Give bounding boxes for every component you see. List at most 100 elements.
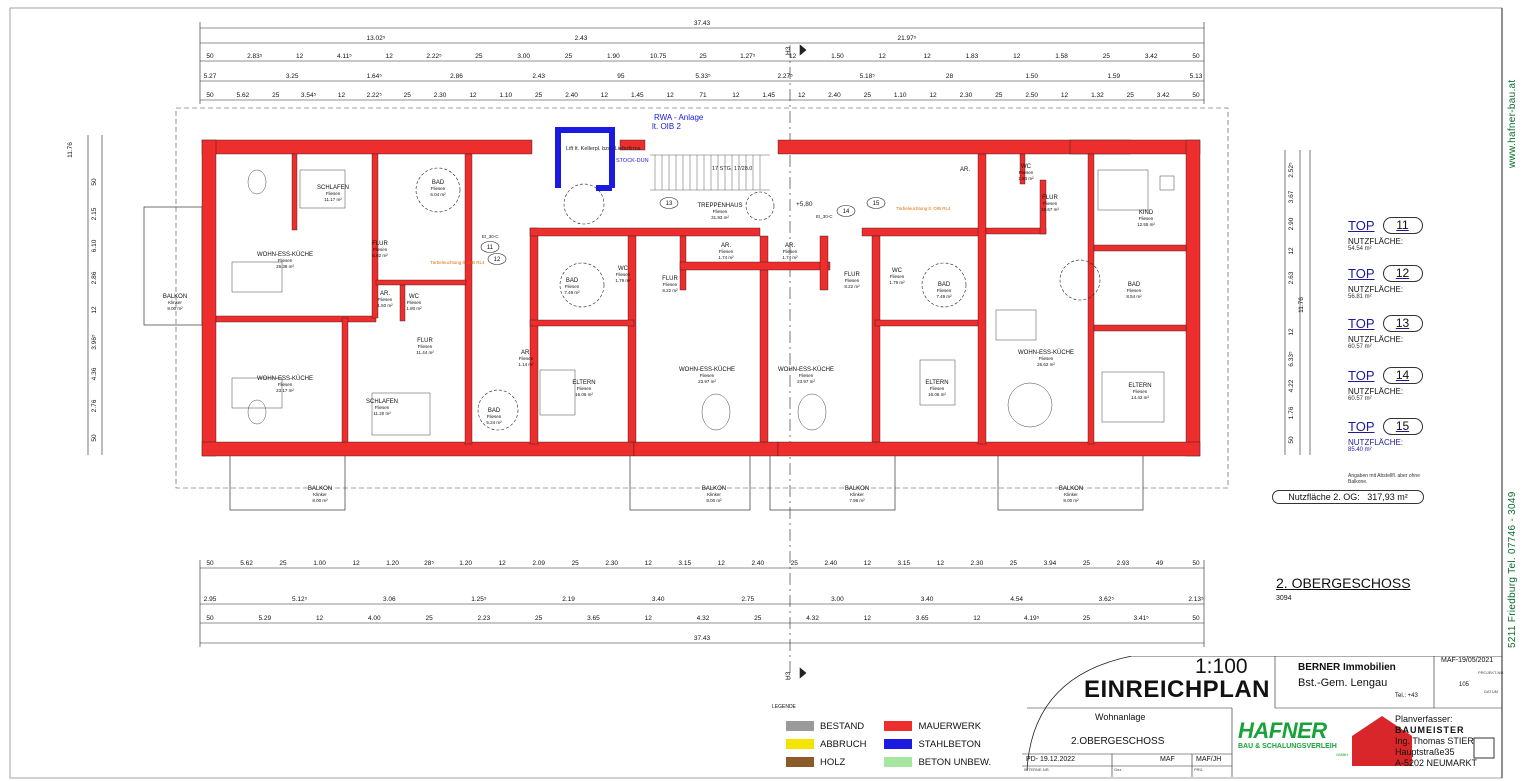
room-area: 23.17 m² xyxy=(276,388,294,393)
dimension-value: 12 xyxy=(645,615,653,622)
room-area: 1.50 m² xyxy=(377,303,393,308)
apartment-number: 14 xyxy=(843,209,850,215)
room-name: AR. xyxy=(521,350,531,356)
room-area: 16.06 m² xyxy=(575,392,593,397)
room-floor: Fliesen xyxy=(1043,201,1058,206)
dimension-value: 5.62 xyxy=(240,560,253,567)
room-name: SCHLAFEN xyxy=(317,185,349,191)
dimension-value: 3.40 xyxy=(652,596,665,603)
apartment-badge xyxy=(487,253,507,265)
dimension-value: 2.86 xyxy=(91,271,98,284)
dimension-value: 1.10 xyxy=(894,92,907,99)
room-area: 8.54 m² xyxy=(1126,294,1142,299)
dimension-value: 1.20 xyxy=(386,560,399,567)
dimension-value: 25 xyxy=(1010,560,1018,567)
dimension-value: 12 xyxy=(667,92,675,99)
rwa-label-2: lt. OIB 2 xyxy=(652,122,681,131)
room-area: 6.04 m² xyxy=(430,192,446,197)
rwa-label: RWA - Anlage xyxy=(654,113,704,122)
plan-number: 105 xyxy=(1459,682,1470,688)
dimension-value: 1.45 xyxy=(631,92,644,99)
dimension-value: 12 xyxy=(469,92,477,99)
client-tel: Tel.: +43 xyxy=(1395,693,1418,699)
scale: 1:100 xyxy=(1195,655,1248,678)
dimension-value: 2.40 xyxy=(565,92,578,99)
room-area: 1.79 m² xyxy=(889,280,905,285)
room-floor: Fliesen xyxy=(278,258,293,263)
dimension-value: 2.95 xyxy=(204,596,217,603)
dimension-value: 5.27 xyxy=(204,73,217,80)
dimension-value: 3.65 xyxy=(916,615,929,622)
room-floor: Fliesen xyxy=(431,186,446,191)
room-area: 1.83 m² xyxy=(1018,176,1034,181)
dimension-value: 3.00 xyxy=(831,596,844,603)
client: BERNER Immobilien xyxy=(1298,662,1396,673)
room-name: FLUR xyxy=(372,241,388,247)
room-area: 12.55 m² xyxy=(1137,222,1155,227)
dimension-value: 4.19⁵ xyxy=(1024,615,1040,622)
dimension-value: 2.30 xyxy=(434,92,447,99)
dimension-value: 11.76 xyxy=(67,142,74,158)
room-name: WOHN-ESS-KÜCHE xyxy=(257,375,313,382)
apartment-badge xyxy=(480,241,500,253)
dimension-value: 3.25 xyxy=(286,73,299,80)
dimension-value: 21.97⁵ xyxy=(898,35,917,42)
dimension-value: 25 xyxy=(272,92,280,99)
top-number: 12 xyxy=(1382,265,1423,282)
dimension-value: 12 xyxy=(973,615,981,622)
floor-code: 3094 xyxy=(1276,595,1292,602)
dimension-value: 25 xyxy=(535,615,543,622)
dimension-value: 28 xyxy=(946,73,954,80)
total-note: Angaben mit Abstellfl. aber ohne Balkone… xyxy=(1348,473,1420,485)
room-area: 8.00 m² xyxy=(1063,498,1079,503)
room-floor: Fliesen xyxy=(799,373,814,378)
room-area: 7.49 m² xyxy=(936,294,952,299)
dimension-value: 12 xyxy=(296,53,304,60)
top-number: 14 xyxy=(1382,367,1423,384)
dimension-value: 1.00 xyxy=(313,560,326,567)
dimension-value: 12 xyxy=(316,615,324,622)
planner-block: Planverfasser: BAUMEISTER Ing. Thomas ST… xyxy=(1395,714,1478,768)
room-floor: Fliesen xyxy=(407,300,422,305)
dimension-value: 50 xyxy=(206,53,214,60)
dimension-value: 1.83 xyxy=(966,53,979,60)
dimension-value: 2.83⁵ xyxy=(247,53,263,60)
proj-nr-label: PROJEKT-NR. xyxy=(1478,670,1505,675)
room-area: 23.97 m² xyxy=(698,379,716,384)
dimension-value: 25 xyxy=(1127,92,1135,99)
dimension-value: 25 xyxy=(572,560,580,567)
dimension-value: 12 xyxy=(718,560,726,567)
dimension-value: 12 xyxy=(798,92,806,99)
side-text: www.hafner-bau.at 5211 Friedburg Tel. 07… xyxy=(1502,8,1518,648)
room-area: 5.24 m² xyxy=(486,420,502,425)
dimension-value: 2.50 xyxy=(1025,92,1038,99)
room-area: 11.44 m² xyxy=(416,350,434,355)
dimension-value: 2.76 xyxy=(91,399,98,412)
legend: BESTAND ABBRUCH HOLZ MAUERWERK STAHLBETO… xyxy=(786,717,991,771)
dimension-value: 6.33⁵ xyxy=(1288,351,1295,367)
dimension-value: 2.86 xyxy=(450,73,463,80)
dimension-value: 12 xyxy=(789,53,797,60)
room-name: AR. xyxy=(380,291,390,297)
dimension-value: 1.27⁵ xyxy=(740,53,756,60)
project-name: Wohnanlage xyxy=(1095,712,1146,722)
room-name: AR. xyxy=(785,243,795,249)
dimension-value: 2.43 xyxy=(575,35,588,42)
dimension-value: 12 xyxy=(386,53,394,60)
room-area: 1.74 m² xyxy=(782,255,798,260)
dimension-value: 1.20 xyxy=(459,560,472,567)
company-gmbh: GMBH xyxy=(1336,752,1348,757)
dimension-value: 12 xyxy=(352,560,360,567)
legend-swatch xyxy=(884,721,913,731)
dimension-value: 2.15 xyxy=(91,207,98,220)
apartment-number: 12 xyxy=(494,257,501,263)
room-name: BALKON xyxy=(702,486,726,492)
room-area: 11.20 m² xyxy=(373,411,391,416)
dimension-value: 4.32 xyxy=(697,615,710,622)
room-name: WOHN-ESS-KÜCHE xyxy=(679,366,735,373)
company-subtitle: BAU & SCHALUNGSVERLEIH xyxy=(1238,743,1337,750)
room-name: TREPPENHAUS xyxy=(697,203,742,209)
title-floor: 2.OBERGESCHOSS xyxy=(1071,736,1165,747)
room-area: 5.82 m² xyxy=(372,253,388,258)
